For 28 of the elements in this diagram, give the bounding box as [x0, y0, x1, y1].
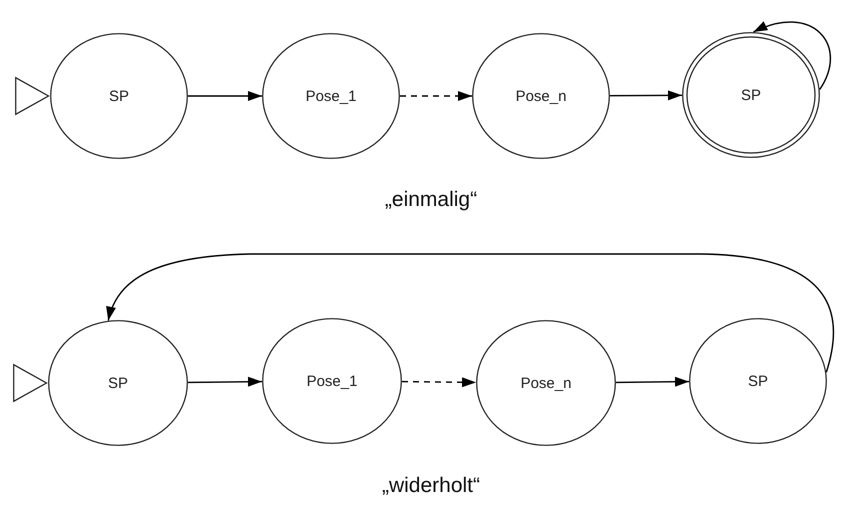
arrow [188, 91, 262, 101]
state-circle [689, 318, 827, 444]
state-circle [472, 33, 610, 159]
start-triangle [13, 364, 47, 402]
state-circle [50, 33, 188, 159]
state-label: SP [108, 374, 128, 392]
state-label: SP [740, 86, 761, 104]
state-circle [476, 320, 616, 446]
arrow [616, 376, 690, 387]
state-label: SP [108, 88, 129, 104]
state-label: Pose_n [520, 374, 572, 392]
arrow [107, 253, 834, 372]
arrow [400, 91, 472, 101]
caption-label: „einmalig“ [384, 188, 478, 212]
caption-label: „widerholt“ [382, 474, 480, 498]
arrow [753, 21, 832, 90]
state-circle [262, 318, 402, 444]
state-circle [262, 33, 400, 159]
arrow [610, 90, 682, 100]
state-label: Pose_1 [306, 88, 356, 104]
accepting-state-circle [682, 32, 820, 158]
state-label: SP [748, 372, 768, 390]
arrow [188, 376, 262, 387]
start-triangle [15, 77, 49, 115]
arrow [402, 377, 476, 388]
state-circle [48, 320, 188, 446]
state-label: Pose_1 [306, 372, 358, 390]
state-label: Pose_n [516, 88, 566, 104]
